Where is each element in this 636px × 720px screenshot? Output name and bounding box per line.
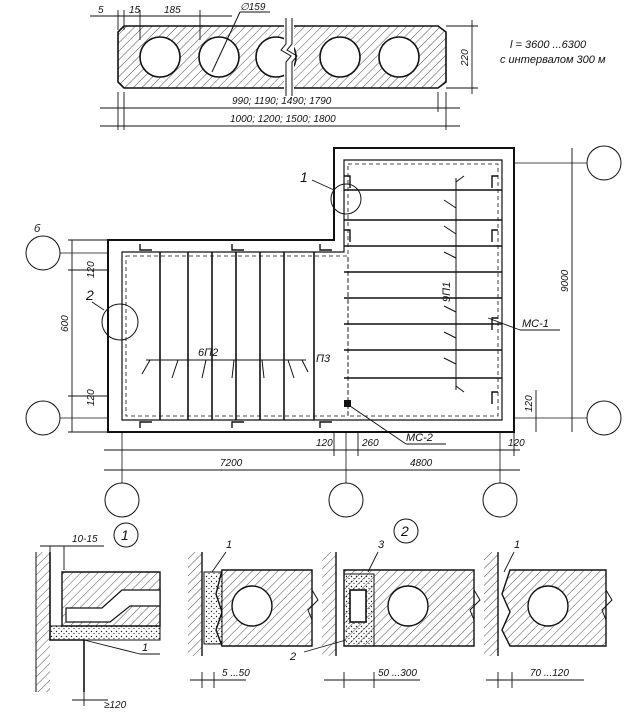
detail-circle-2 <box>393 518 419 544</box>
axis-bubble <box>25 235 61 271</box>
dim-185: 185 <box>164 5 181 16</box>
dim-width-outer: 1000; 1200; 1500; 1800 <box>230 114 336 125</box>
mark-6p2: 6П2 <box>198 347 218 359</box>
mark-9p1: 9П1 <box>441 282 453 302</box>
dim-70-120: 70 ...120 <box>530 668 569 679</box>
axis-b-label: б <box>34 223 41 235</box>
length-note: l = 3600 ...6300 <box>510 39 587 51</box>
mark-ms1: МС-1 <box>522 318 549 330</box>
dim-220: 220 <box>460 49 471 67</box>
dim-9000: 9000 <box>560 269 571 292</box>
axis-bubble <box>328 482 364 518</box>
detail2a-label-1: 1 <box>226 539 232 551</box>
dim-120-left-bottom: 120 <box>86 389 97 406</box>
interval-note: с интервалом 300 м <box>500 54 606 66</box>
detail-circle-1 <box>113 522 139 548</box>
dim-120-left-top: 120 <box>86 261 97 278</box>
axis-bubble <box>482 482 518 518</box>
mark-p3: П3 <box>316 353 331 365</box>
axis-bubble <box>586 145 622 181</box>
detail2b-label-2: 2 <box>289 651 296 663</box>
callout-2-label: 2 <box>85 287 94 303</box>
dim-4800: 4800 <box>410 458 433 469</box>
dim-width-inner: 990; 1190; 1490; 1790 <box>232 96 332 107</box>
diameter-label: ∅159 <box>240 2 266 13</box>
axis-bubble <box>586 400 622 436</box>
mark-ms2: МС-2 <box>406 432 433 444</box>
slab-cross-section: ∅159 5 15 185 220 990; 1190; 1490; 1790 … <box>90 2 606 130</box>
dim-7200: 7200 <box>220 458 243 469</box>
dim-600: 600 <box>60 315 71 332</box>
dim-5-50: 5 ...50 <box>222 668 250 679</box>
void-circle <box>139 36 181 78</box>
detail-2-label: 2 <box>400 523 409 539</box>
dim-120-bottom-b: 120 <box>508 438 525 449</box>
detail2c-label-1: 1 <box>514 539 520 551</box>
detail-1-label: 1 <box>121 527 129 543</box>
dim-10-15: 10-15 <box>72 534 98 545</box>
dim-50-300: 50 ...300 <box>378 668 417 679</box>
dim-ge120: ≥120 <box>104 700 127 711</box>
dim-120-right: 120 <box>524 395 535 412</box>
dim-5: 5 <box>98 5 104 16</box>
detail1-label-1: 1 <box>142 642 148 654</box>
detail2b-label-3: 3 <box>378 539 385 551</box>
callout-circle-1 <box>330 183 362 215</box>
callout-circle-2 <box>101 303 139 341</box>
dim-15: 15 <box>129 5 141 16</box>
axis-bubble <box>104 482 140 518</box>
axis-bubble <box>25 400 61 436</box>
detail-sections: 1 2 10-15 1 ≥120 1 5 ...50 <box>35 518 613 711</box>
dim-120-bottom-a: 120 <box>316 438 333 449</box>
callout-1-label: 1 <box>300 169 308 185</box>
floor-plan: 6П2 П3 9П1 МС-1 МС-2 1 2 <box>25 145 622 518</box>
void-circle <box>319 36 361 78</box>
dim-260: 260 <box>361 438 379 449</box>
void-circle <box>378 36 420 78</box>
ms2-anchor <box>344 400 351 407</box>
